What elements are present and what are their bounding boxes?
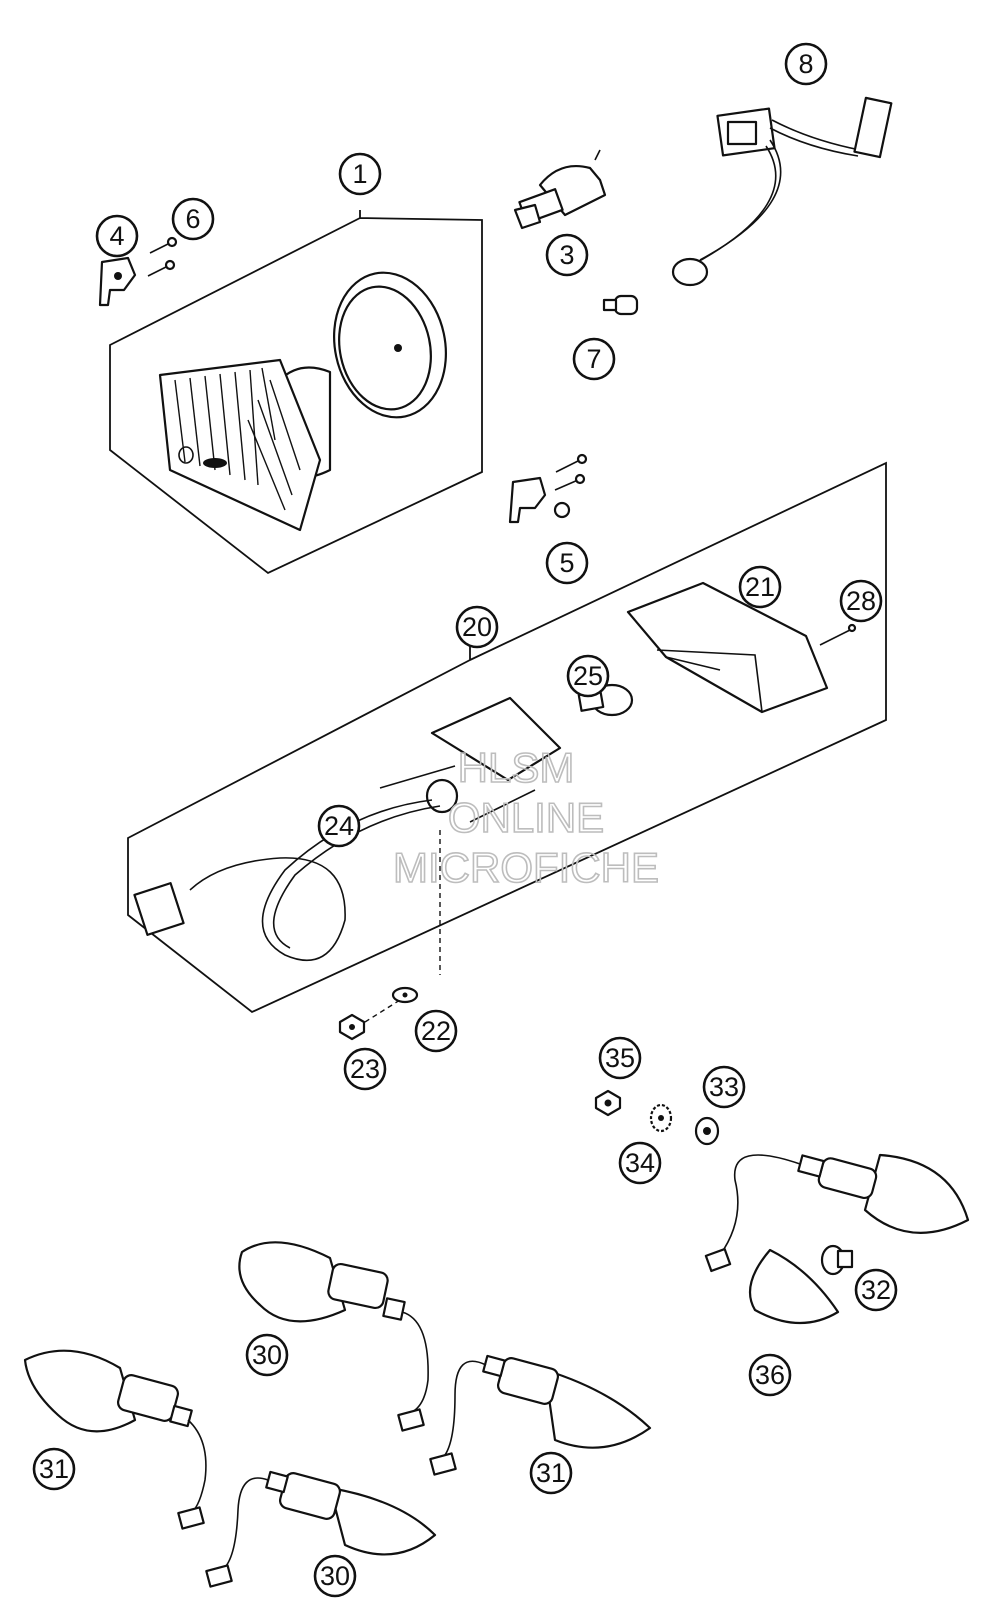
turn-signal-lens-36 [748,1248,840,1325]
callout-label: 20 [462,612,492,642]
watermark-line-1: HLSM [458,744,575,791]
callout-label: 36 [755,1360,785,1390]
callout-36: 36 [748,1353,792,1397]
callout-label: 32 [861,1275,891,1305]
taillight-cable-24 [133,799,441,1023]
callout-3: 3 [545,233,589,277]
lock-washer-34 [649,1103,673,1133]
washer-33 [694,1116,720,1146]
turn-signal-30-lower [205,1470,437,1588]
nut-35 [594,1089,622,1117]
callout-1: 1 [338,152,382,196]
callout-label: 30 [252,1340,282,1370]
callout-35: 35 [598,1036,642,1080]
callout-23: 23 [343,1047,387,1091]
headlamp-group-outline [109,210,483,575]
screw-28 [819,623,857,646]
taillight-group-outline [127,461,887,1014]
callout-31-left: 31 [32,1447,76,1491]
callout-label: 25 [573,661,603,691]
headlamp-ring [333,271,447,419]
turn-signal-31-right [429,1354,652,1476]
callout-22: 22 [414,1009,458,1053]
callout-4: 4 [95,214,139,258]
washer-22 [391,986,419,1004]
headlamp-wiring-harness-8 [671,96,893,287]
headlamp-housing [158,358,332,532]
mounting-bracket-4 [98,256,137,307]
callout-30-upper: 30 [245,1333,289,1377]
callout-20: 20 [455,605,499,649]
headlamp-bulb-3 [513,149,607,230]
turn-signal-top-right [704,1153,970,1273]
callout-34: 34 [618,1141,662,1185]
callout-label: 22 [421,1016,451,1046]
parking-bulb-7 [602,294,639,316]
callout-label: 23 [350,1054,380,1084]
screw-6 [147,236,178,277]
callout-label: 35 [605,1043,635,1073]
callout-label: 31 [39,1454,69,1484]
watermark-line-3: MICROFICHE [393,844,659,891]
callout-31-right: 31 [529,1451,573,1495]
callout-label: 21 [745,572,775,602]
callout-label: 34 [625,1148,655,1178]
callout-8: 8 [784,42,828,86]
watermark-line-2: ONLINE [448,794,604,841]
watermark: HLSM ONLINE MICROFICHE [392,743,660,892]
callout-28: 28 [839,579,883,623]
callout-25: 25 [566,654,610,698]
nut-23 [338,1013,366,1041]
callout-32: 32 [854,1268,898,1312]
callout-30-lower: 30 [313,1554,357,1598]
mounting-bracket-5 [508,453,588,524]
callout-label: 30 [320,1561,350,1591]
callout-label: 24 [324,811,354,841]
callout-label: 31 [536,1458,566,1488]
callout-label: 5 [559,548,574,578]
callout-24: 24 [317,804,361,848]
taillight-base [379,696,562,823]
callout-label: 7 [586,344,601,374]
callout-label: 33 [709,1072,739,1102]
callout-label: 3 [559,240,574,270]
callout-33: 33 [702,1065,746,1109]
callout-label: 4 [109,221,124,251]
callout-label: 1 [352,159,367,189]
callout-5: 5 [545,541,589,585]
callout-label: 6 [185,204,200,234]
callout-21: 21 [738,565,782,609]
turn-signal-31-left [23,1349,207,1530]
callout-label: 28 [846,586,876,616]
turn-signal-bulb-32 [820,1244,854,1276]
callout-6: 6 [171,197,215,241]
taillight-lens-21 [626,581,829,714]
callout-label: 8 [798,49,813,79]
turn-signal-30-upper [238,1241,429,1432]
callout-7: 7 [572,337,616,381]
